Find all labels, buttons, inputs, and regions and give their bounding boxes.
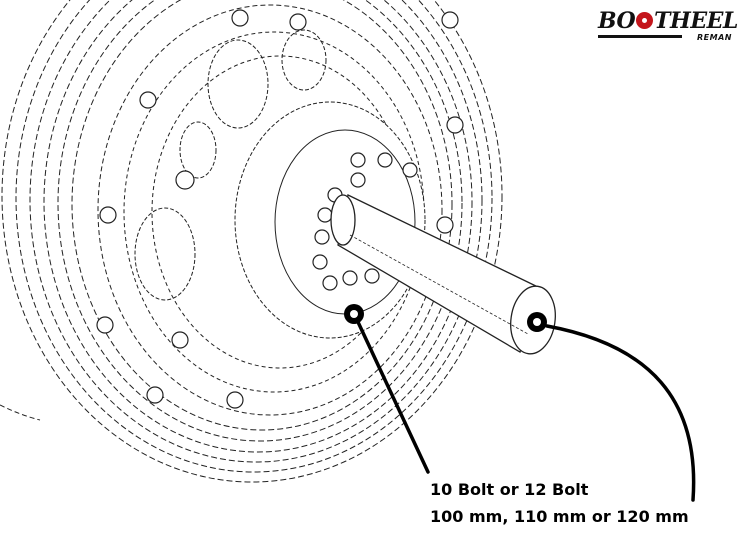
bootheel-logo: BO THEEL REMAN <box>598 8 738 48</box>
shaft-end-marker <box>527 312 547 332</box>
logo-wordmark: BO THEEL <box>598 8 738 34</box>
shaft-end-leader <box>545 324 696 502</box>
rim-windows <box>134 29 327 301</box>
tire-edge <box>0 404 41 421</box>
bolt-count-label: 10 Bolt or 12 Bolt <box>430 480 589 499</box>
bolt-size-label: 100 mm, 110 mm or 120 mm <box>430 507 689 526</box>
logo-text-pre: BO <box>598 8 636 34</box>
rim-studs <box>96 9 464 409</box>
logo-underline <box>598 35 682 38</box>
bolt-pattern-leader <box>356 320 430 474</box>
logo-text-post: THEEL <box>654 8 738 34</box>
bolt-pattern-marker <box>344 304 364 324</box>
logo-subtext: REMAN <box>697 33 732 42</box>
gear-icon <box>636 12 654 29</box>
tire <box>1 0 503 483</box>
